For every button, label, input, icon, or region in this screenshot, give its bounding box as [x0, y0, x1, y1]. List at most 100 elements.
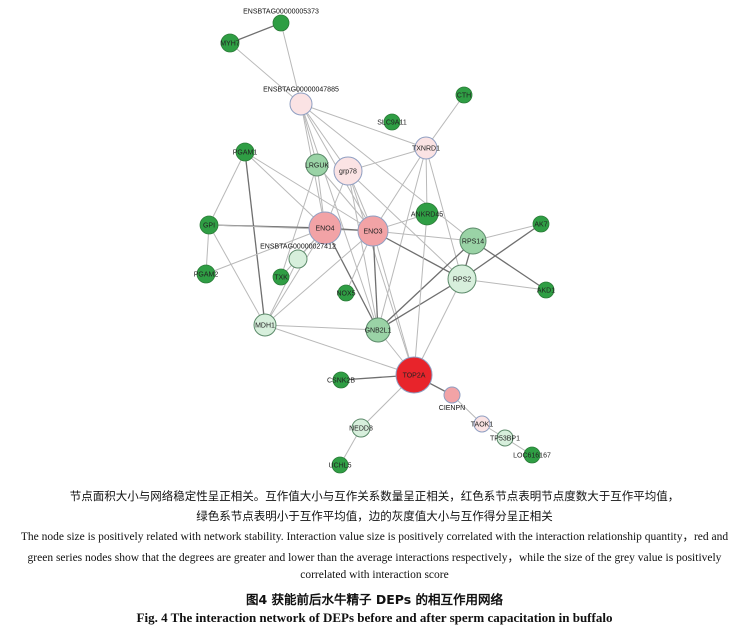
node-circle-PGAM1 — [235, 142, 255, 162]
node-label-PGAM2: PGAM2 — [194, 272, 219, 279]
node-circle-GPI — [199, 215, 219, 235]
edge-ENO3-RPS2 — [372, 230, 463, 280]
caption-en-line-3: correlated with interaction score — [300, 569, 449, 581]
node-circle-MDH1 — [253, 313, 277, 337]
node-circle-LOC616167 — [523, 446, 541, 464]
node-TP53BP1: TP53BP1 — [490, 429, 520, 447]
node-label-LRGUK: LRGUK — [305, 163, 329, 170]
node-SLC9A11: SLC9A11 — [377, 113, 407, 131]
node-circle-GNB2L1 — [365, 317, 391, 343]
node-circle-TAOK1 — [473, 415, 491, 433]
node-circle-SLC9A11 — [383, 113, 401, 131]
network-nodes: ENSBTAG00000005373MYH7ENSBTAG00000047885… — [194, 9, 555, 474]
node-ENO3: ENO3 — [357, 215, 389, 247]
edge-ENSBTAG00000047885-RPS14 — [300, 103, 474, 242]
node-circle-TXNRD1 — [414, 136, 438, 160]
node-GNB2L1: GNB2L1 — [365, 317, 392, 343]
node-circle-AK7 — [532, 215, 550, 233]
node-LRGUK: LRGUK — [305, 153, 329, 177]
node-label-NOX5: NOX5 — [336, 291, 355, 298]
node-NOX5: NOX5 — [336, 284, 356, 302]
node-label-ENO3: ENO3 — [363, 229, 382, 236]
edge-RPS2-AK7 — [461, 223, 542, 280]
edge-RPS14-AKD1 — [472, 240, 547, 291]
node-label-grp78: grp78 — [339, 169, 357, 176]
node-circle-CTH — [455, 86, 473, 104]
node-circle-TOP2A — [395, 356, 433, 394]
edge-TXNRD1-GNB2L1 — [377, 147, 427, 331]
node-label-ENSBTAG00000047885: ENSBTAG00000047885 — [263, 87, 339, 94]
node-MDH1: MDH1 — [253, 313, 277, 337]
edge-PGAM1-MDH1 — [244, 151, 266, 326]
node-label-RPS14: RPS14 — [462, 239, 484, 246]
node-label-CTH: CTH — [457, 93, 471, 100]
node-CSNK2B: CSNK2B — [327, 371, 355, 389]
edge-ENO3-GNB2L1 — [372, 230, 379, 331]
edge-ENO4-MDH1 — [264, 227, 326, 326]
node-label-AK7: AK7 — [534, 222, 547, 229]
node-PGAM1: PGAM1 — [233, 142, 258, 162]
node-label-MDH1: MDH1 — [255, 323, 275, 330]
node-circle-TXK — [272, 268, 290, 286]
edge-grp78-TOP2A — [347, 170, 415, 376]
node-label-AKD1: AKD1 — [537, 288, 555, 295]
node-label-ENO4: ENO4 — [315, 226, 334, 233]
node-label-GNB2L1: GNB2L1 — [365, 328, 392, 335]
node-label-TXNRD1: TXNRD1 — [412, 146, 440, 153]
edge-grp78-RPS2 — [347, 170, 463, 280]
node-ENSBTAG00000027412: ENSBTAG00000027412 — [260, 244, 336, 269]
node-TXK: TXK — [272, 268, 290, 286]
node-ENSBTAG00000005373: ENSBTAG00000005373 — [243, 9, 319, 32]
node-grp78: grp78 — [333, 156, 363, 186]
edge-GPI-ENO3 — [208, 224, 374, 232]
node-label-MYH7: MYH7 — [220, 41, 240, 48]
node-AKD1: AKD1 — [537, 281, 555, 299]
node-CTH: CTH — [455, 86, 473, 104]
edge-ANKRD45-TOP2A — [413, 213, 428, 376]
node-circle-NOX5 — [337, 284, 355, 302]
edge-ENO3-TOP2A — [372, 230, 415, 376]
node-label-PGAM1: PGAM1 — [233, 150, 258, 157]
node-label-TXK: TXK — [274, 275, 288, 282]
node-RPS14: RPS14 — [459, 227, 487, 255]
node-circle-LRGUK — [305, 153, 329, 177]
edge-grp78-GNB2L1 — [347, 170, 379, 331]
node-circle-ENO4 — [308, 211, 342, 245]
node-ANKRD45: ANKRD45 — [411, 202, 443, 226]
node-circle-AKD1 — [537, 281, 555, 299]
node-label-TOP2A: TOP2A — [403, 373, 426, 380]
node-LOC616167: LOC616167 — [513, 446, 551, 464]
node-label-CIENPN: CIENPN — [439, 405, 465, 412]
node-label-RPS2: RPS2 — [453, 277, 471, 284]
edge-ENSBTAG00000005373-ENSBTAG00000047885 — [280, 22, 302, 105]
edge-MYH7-ENSBTAG00000047885 — [229, 42, 302, 105]
edge-GPI-MDH1 — [208, 224, 266, 326]
node-NEDD8: NEDD8 — [349, 418, 373, 438]
edge-TXNRD1-ENO3 — [372, 147, 427, 232]
node-ENSBTAG00000047885: ENSBTAG00000047885 — [263, 87, 339, 116]
edge-ENSBTAG00000047885-TXNRD1 — [300, 103, 427, 149]
node-RPS2: RPS2 — [447, 264, 477, 294]
edge-LRGUK-TXK — [280, 164, 318, 278]
interaction-network: ENSBTAG00000005373MYH7ENSBTAG00000047885… — [194, 9, 555, 474]
node-label-TP53BP1: TP53BP1 — [490, 436, 520, 443]
node-circle-ENSBTAG00000005373 — [272, 14, 290, 32]
node-circle-ANKRD45 — [415, 202, 439, 226]
caption-en-line-2: green series nodes show that the degrees… — [27, 552, 722, 564]
caption-zh-line-2: 绿色系节点表明小于互作平均值，边的灰度值大小与互作得分呈正相关 — [196, 509, 553, 523]
node-circle-NEDD8 — [351, 418, 371, 438]
edge-ENSBTAG00000027412-MDH1 — [264, 258, 299, 326]
node-MYH7: MYH7 — [220, 33, 240, 53]
node-label-UCHL5: UCHL5 — [329, 463, 352, 470]
node-GPI: GPI — [199, 215, 219, 235]
node-label-TAOK1: TAOK1 — [471, 422, 494, 429]
edge-PGAM1-GPI — [208, 151, 246, 226]
node-label-CSNK2B: CSNK2B — [327, 378, 355, 385]
node-circle-CIENPN — [443, 386, 461, 404]
node-label-GPI: GPI — [203, 223, 215, 230]
node-circle-MYH7 — [220, 33, 240, 53]
edge-MDH1-GNB2L1 — [264, 324, 379, 331]
node-TAOK1: TAOK1 — [471, 415, 494, 433]
node-circle-PGAM2 — [196, 264, 216, 284]
edge-PGAM2-ENO4 — [205, 227, 326, 275]
